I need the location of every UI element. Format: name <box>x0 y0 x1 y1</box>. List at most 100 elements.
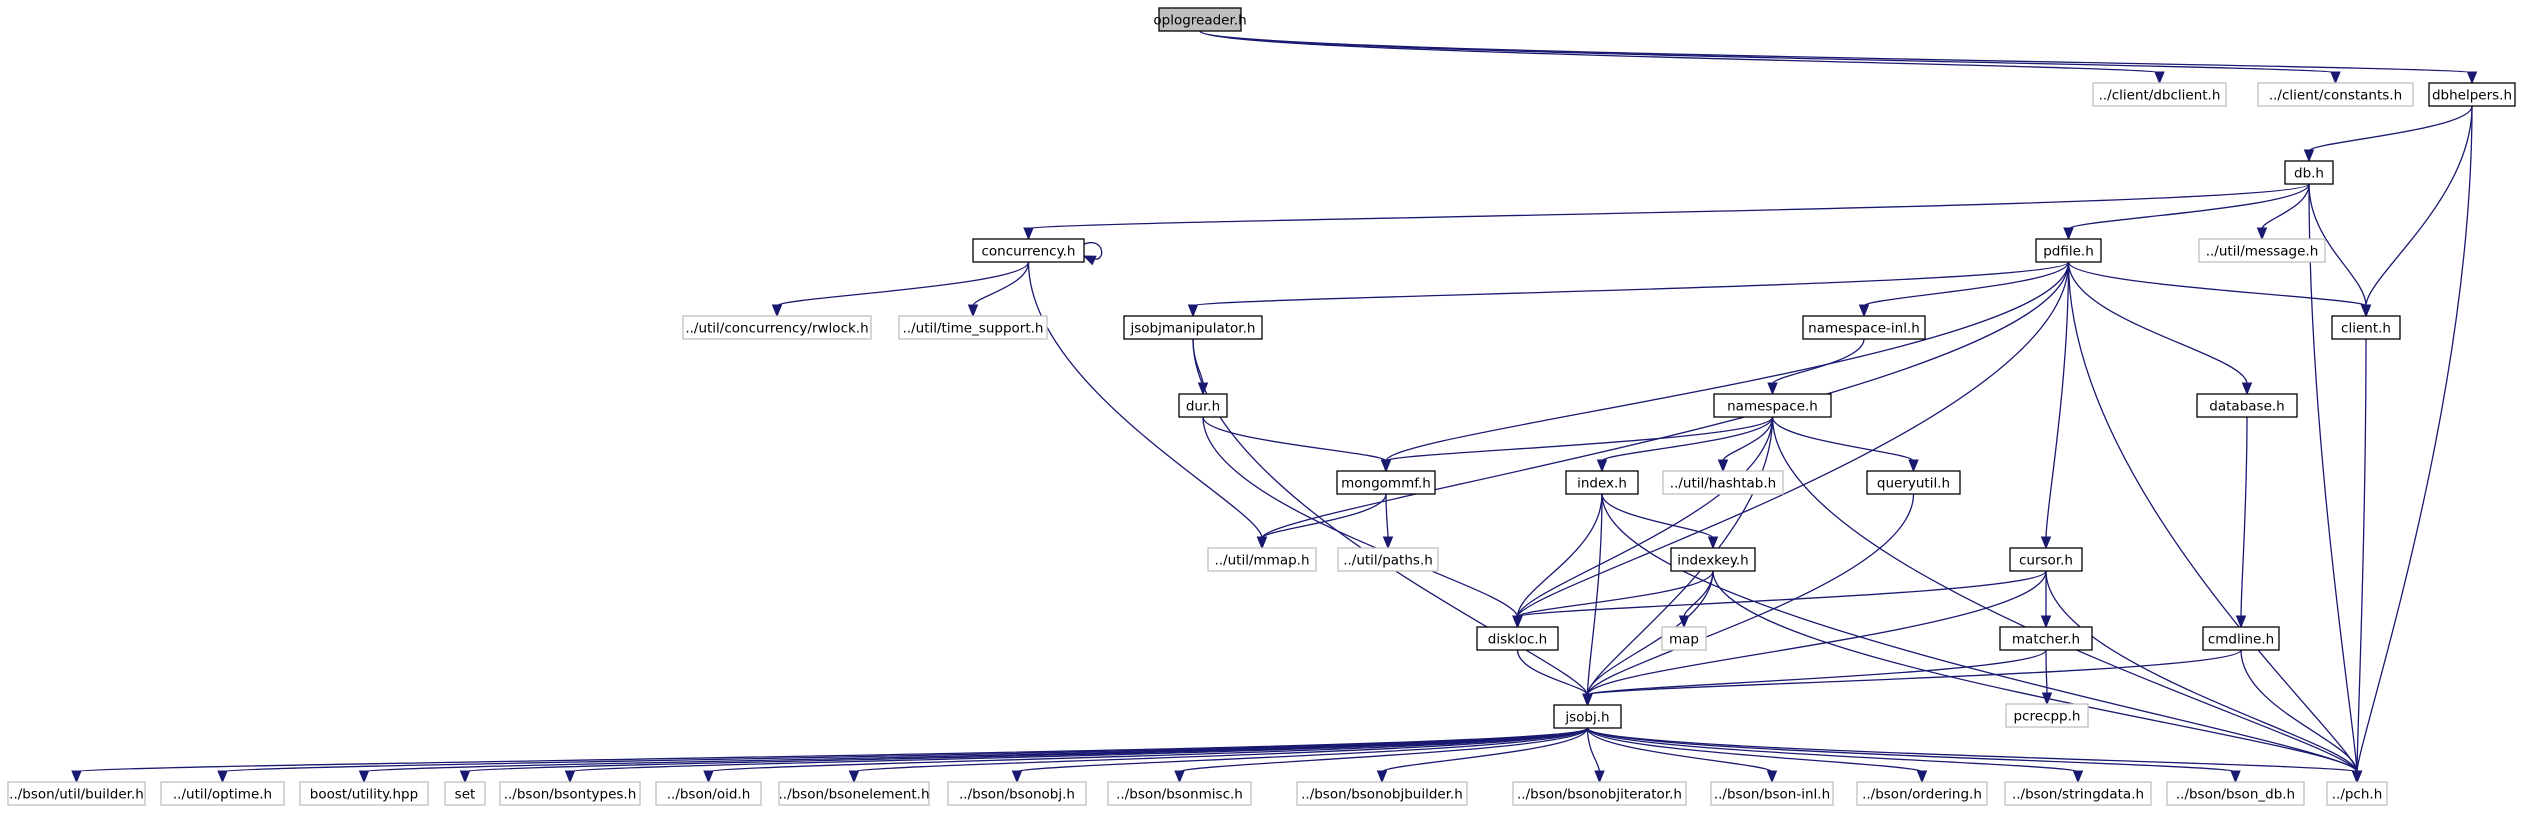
arrowhead <box>1023 227 1034 241</box>
edge-line <box>1083 241 1103 260</box>
edge-line <box>1261 493 1387 539</box>
node-mmap[interactable]: ../util/mmap.h <box>1207 547 1317 572</box>
node-label: ../util/time_support.h <box>903 321 1044 337</box>
node-label: concurrency.h <box>982 244 1076 260</box>
node-box <box>1123 315 1263 340</box>
node-label: ../bson/oid.h <box>667 787 751 803</box>
node-cmdline[interactable]: cmdline.h <box>2202 626 2280 651</box>
edge-line <box>1863 261 2070 307</box>
edge-line <box>1178 727 1589 773</box>
node-bsonelement[interactable]: ../bson/bsonelement.h <box>778 781 930 806</box>
node-jsobjmanip[interactable]: jsobjmanipulator.h <box>1123 315 1263 340</box>
node-cursor[interactable]: cursor.h <box>2009 547 2083 572</box>
edge-pdfile-to-mmap <box>1256 261 2070 550</box>
node-dbclient[interactable]: ../client/dbclient.h <box>2092 82 2227 107</box>
node-label: jsobjmanipulator.h <box>1130 321 1256 337</box>
arrowhead <box>1256 536 1268 550</box>
arrowhead <box>1197 382 1209 396</box>
node-timesupport[interactable]: ../util/time_support.h <box>898 315 1048 340</box>
edge-line <box>2045 649 2048 695</box>
node-pcrecpp[interactable]: pcrecpp.h <box>2005 703 2089 728</box>
edge-db-to-pch <box>2308 183 2363 784</box>
node-bsonmisc[interactable]: ../bson/bsonmisc.h <box>1107 781 1252 806</box>
node-box <box>1866 470 1961 495</box>
edge-dbhelpers-to-db <box>2303 105 2473 163</box>
node-index[interactable]: index.h <box>1565 470 1639 495</box>
node-jsobj[interactable]: jsobj.h <box>1553 704 1622 729</box>
node-namespace[interactable]: namespace.h <box>1713 393 1832 418</box>
edge-line <box>2067 261 2367 307</box>
node-bsonobjiterator[interactable]: ../bson/bsonobjiterator.h <box>1512 781 1687 806</box>
node-label: ../bson/bsonelement.h <box>778 787 929 803</box>
arrowhead <box>2040 536 2052 550</box>
node-paths[interactable]: ../util/paths.h <box>1337 547 1439 572</box>
edge-pdfile-to-database <box>2067 261 2253 396</box>
node-ordering[interactable]: ../bson/ordering.h <box>1856 781 1988 806</box>
node-stringdata[interactable]: ../bson/stringdata.h <box>2004 781 2152 806</box>
edge-matcher-to-jsobj <box>1582 649 2047 707</box>
node-box <box>7 781 146 806</box>
node-rwlock[interactable]: ../util/concurrency/rwlock.h <box>682 315 872 340</box>
node-queryutil[interactable]: queryutil.h <box>1866 470 1961 495</box>
node-bsoninl[interactable]: ../bson/bson-inl.h <box>1710 781 1834 806</box>
node-bsonobjbuilder[interactable]: ../bson/bsonobjbuilder.h <box>1296 781 1468 806</box>
edge-line <box>1586 727 2237 773</box>
edge-mongommf-to-paths <box>1382 493 1394 550</box>
node-nsinl[interactable]: namespace-inl.h <box>1802 315 1926 340</box>
node-box <box>2284 160 2334 185</box>
node-message[interactable]: ../util/message.h <box>2198 238 2326 263</box>
node-label: map <box>1669 632 1699 648</box>
edge-jsobj-to-bsonobj <box>1011 727 1589 784</box>
edges-layer <box>71 30 2478 784</box>
node-constants[interactable]: ../client/constants.h <box>2257 82 2414 107</box>
node-pch[interactable]: ../pch.h <box>2326 781 2388 806</box>
node-oplogreader[interactable]: oplogreader.h <box>1153 7 1247 32</box>
node-builder[interactable]: ../bson/util/builder.h <box>7 781 146 806</box>
arrowhead <box>2241 382 2253 396</box>
node-box <box>778 781 930 806</box>
edge-line <box>1601 416 1774 462</box>
edge-pdfile-to-cursor <box>2040 261 2070 550</box>
edge-jsobj-to-bsonobjbuilder <box>1376 727 1589 784</box>
node-client[interactable]: client.h <box>2331 315 2401 340</box>
edge-line <box>707 727 1589 773</box>
node-diskloc[interactable]: diskloc.h <box>1476 626 1559 651</box>
node-boostutil[interactable]: boost/utility.hpp <box>299 781 429 806</box>
node-pdfile[interactable]: pdfile.h <box>2035 238 2102 263</box>
edge-jsobj-to-bsontypes <box>564 727 1589 784</box>
node-label: cursor.h <box>2019 553 2073 569</box>
node-indexkey[interactable]: indexkey.h <box>1670 547 1756 572</box>
node-box <box>1178 393 1228 418</box>
arrowhead <box>358 770 370 784</box>
node-label: database.h <box>2209 399 2284 415</box>
arrowhead <box>2040 615 2052 629</box>
node-hashtab[interactable]: ../util/hashtab.h <box>1662 470 1784 495</box>
arrowhead <box>1717 459 1729 473</box>
node-map[interactable]: map <box>1661 626 1707 651</box>
node-label: ../util/hashtab.h <box>1670 476 1776 492</box>
node-box <box>2092 82 2227 107</box>
node-mongommf[interactable]: mongommf.h <box>1336 470 1436 495</box>
arrowhead <box>217 770 228 784</box>
edge-line <box>2308 105 2473 152</box>
edge-line <box>1016 727 1589 773</box>
node-db[interactable]: db.h <box>2284 160 2334 185</box>
node-dbhelpers[interactable]: dbhelpers.h <box>2428 82 2516 107</box>
node-bsontypes[interactable]: ../bson/bsontypes.h <box>499 781 641 806</box>
node-database[interactable]: database.h <box>2196 393 2298 418</box>
edge-line <box>1192 261 2070 307</box>
node-box <box>1999 626 2093 651</box>
edge-matcher-to-pcrecpp <box>2041 649 2053 706</box>
node-label: boost/utility.hpp <box>310 787 418 803</box>
node-label: ../bson/bson_db.h <box>2176 787 2295 803</box>
arrowhead <box>71 770 82 784</box>
node-dur[interactable]: dur.h <box>1178 393 1228 418</box>
node-oid[interactable]: ../bson/oid.h <box>655 781 762 806</box>
node-optime[interactable]: ../util/optime.h <box>160 781 285 806</box>
node-bsonobj[interactable]: ../bson/bsonobj.h <box>947 781 1087 806</box>
node-concurrency[interactable]: concurrency.h <box>972 238 1085 263</box>
node-set[interactable]: set <box>444 781 486 806</box>
arrowhead <box>771 304 783 318</box>
node-matcher[interactable]: matcher.h <box>1999 626 2093 651</box>
node-bsondb[interactable]: ../bson/bson_db.h <box>2166 781 2305 806</box>
